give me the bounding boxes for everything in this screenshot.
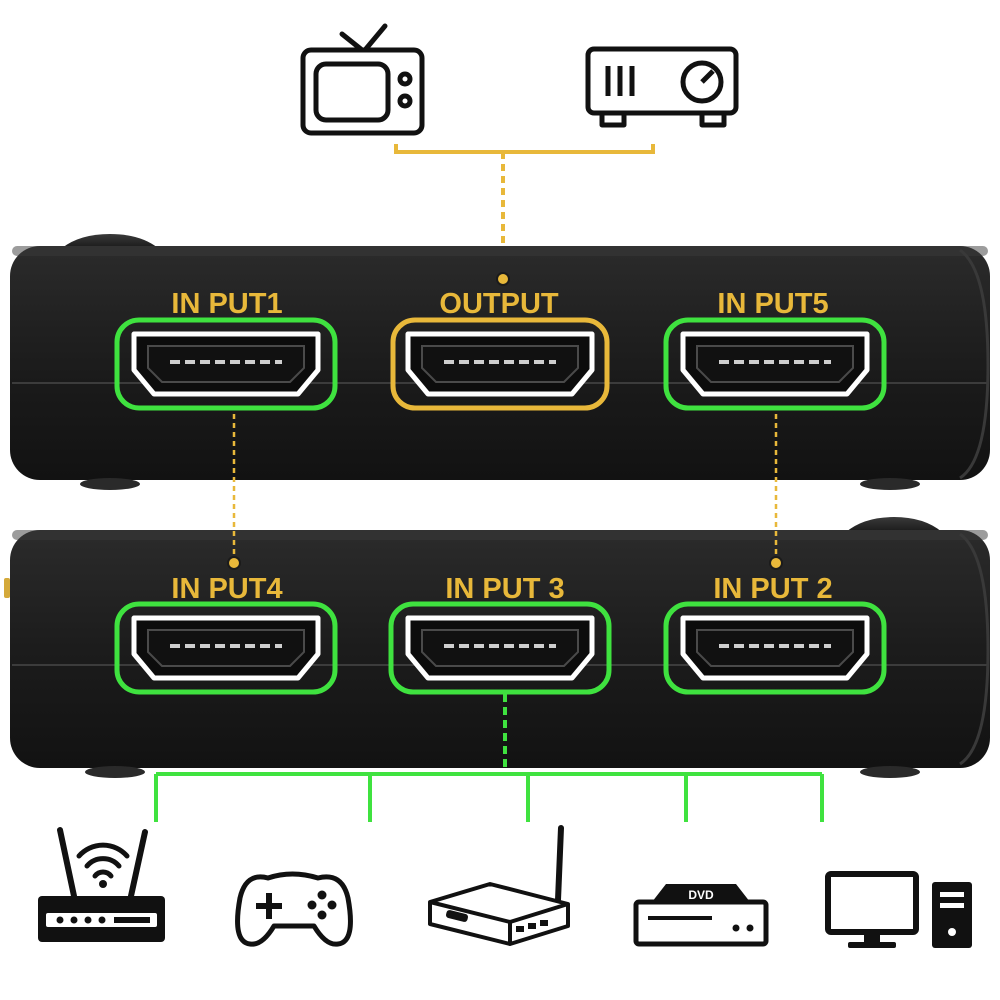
hdmi-port-input5 (663, 317, 887, 411)
hdmi-port-input3 (388, 601, 612, 695)
source-connector-lines (154, 694, 824, 822)
projector-icon (585, 46, 739, 128)
hdmi-port-input1 (114, 317, 338, 411)
tv-icon (300, 23, 425, 136)
port-label-input3: IN PUT 3 (445, 573, 564, 605)
desktop-computer-icon (825, 871, 972, 948)
port-label-input4: IN PUT4 (171, 573, 282, 605)
port-label-output: OUTPUT (439, 288, 559, 320)
port-label-input5: IN PUT5 (717, 288, 828, 320)
set-top-box-icon (428, 825, 570, 946)
hdmi-port-input2 (663, 601, 887, 695)
port-link-lines (232, 414, 778, 557)
dvd-badge-text: DVD (688, 888, 714, 902)
hdmi-port-input4 (114, 601, 338, 695)
port-link-dots (227, 272, 783, 570)
gamepad-icon (235, 871, 353, 947)
port-label-input1: IN PUT1 (171, 288, 282, 320)
hdmi-port-output (390, 317, 610, 411)
port-label-input2: IN PUT 2 (713, 573, 832, 605)
wifi-router-icon (38, 827, 165, 942)
dvd-player-icon: DVD (633, 884, 769, 947)
